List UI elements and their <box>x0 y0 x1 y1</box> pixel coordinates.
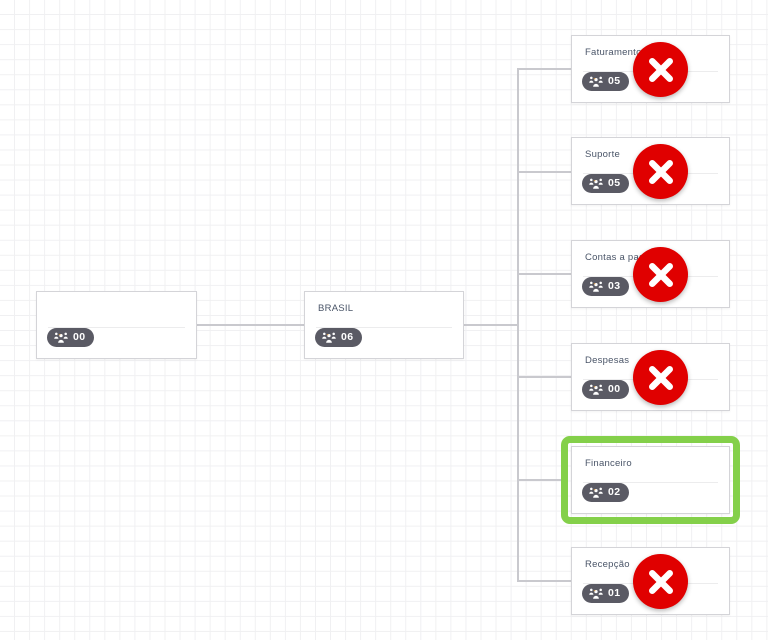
member-count-value: 00 <box>73 331 86 344</box>
people-group-icon <box>589 588 603 599</box>
member-count-badge[interactable]: 00 <box>582 380 630 399</box>
people-group-icon <box>589 76 603 87</box>
org-node-financeiro[interactable]: Financeiro 02 <box>571 446 730 514</box>
blocked-indicator-contas-a-pagar[interactable] <box>633 247 688 302</box>
member-count-badge[interactable]: 01 <box>582 584 630 603</box>
close-x-icon <box>648 159 673 184</box>
org-node-title: Despesas <box>585 355 630 366</box>
member-count-badge[interactable]: 00 <box>47 328 95 347</box>
member-count-badge[interactable]: 02 <box>582 483 630 502</box>
people-group-icon <box>322 332 336 343</box>
connector-branch-despesas <box>517 376 571 378</box>
connector-branch-contas-a-pagar <box>517 273 571 275</box>
connector-trunk <box>517 68 519 581</box>
blocked-indicator-recepcao[interactable] <box>633 554 688 609</box>
org-node-brasil[interactable]: BRASIL 06 <box>304 291 464 359</box>
connector-branch-financeiro <box>517 479 562 481</box>
blocked-indicator-suporte[interactable] <box>633 144 688 199</box>
close-x-icon <box>648 569 673 594</box>
member-count-badge[interactable]: 05 <box>582 72 630 91</box>
blocked-indicator-despesas[interactable] <box>633 350 688 405</box>
member-count-badge[interactable]: 05 <box>582 174 630 193</box>
member-count-value: 02 <box>608 486 621 499</box>
org-node-title: Recepção <box>585 559 630 570</box>
org-node-root[interactable]: 00 <box>36 291 197 359</box>
org-node-title: Faturamento <box>585 47 642 58</box>
node-divider <box>583 482 718 483</box>
connector-root-to-brasil <box>197 324 304 326</box>
member-count-value: 05 <box>608 75 621 88</box>
selection-ring-financeiro <box>561 436 740 524</box>
node-divider <box>316 327 452 328</box>
node-divider <box>48 327 185 328</box>
member-count-value: 01 <box>608 587 621 600</box>
member-count-badge[interactable]: 03 <box>582 277 630 296</box>
close-x-icon <box>648 262 673 287</box>
org-node-title: Financeiro <box>585 458 632 469</box>
connector-brasil-to-trunk <box>464 324 519 326</box>
people-group-icon <box>589 281 603 292</box>
member-count-value: 03 <box>608 280 621 293</box>
people-group-icon <box>54 332 68 343</box>
blocked-indicator-faturamento[interactable] <box>633 42 688 97</box>
connector-branch-recepcao <box>517 580 571 582</box>
member-count-value: 05 <box>608 177 621 190</box>
people-group-icon <box>589 487 603 498</box>
connector-branch-suporte <box>517 171 571 173</box>
org-node-title: Contas a pagar <box>585 252 654 263</box>
people-group-icon <box>589 384 603 395</box>
connector-branch-faturamento <box>517 68 571 70</box>
people-group-icon <box>589 178 603 189</box>
member-count-value: 00 <box>608 383 621 396</box>
member-count-badge[interactable]: 06 <box>315 328 363 347</box>
member-count-value: 06 <box>341 331 354 344</box>
org-node-title: BRASIL <box>318 303 354 314</box>
close-x-icon <box>648 365 673 390</box>
org-node-title: Suporte <box>585 149 621 160</box>
close-x-icon <box>648 57 673 82</box>
